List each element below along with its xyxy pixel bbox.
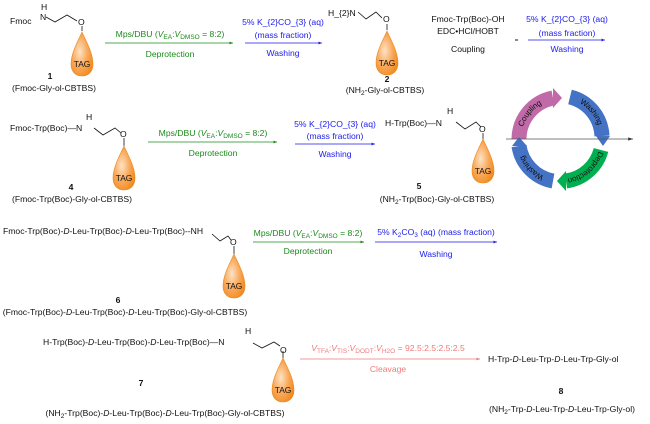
tag-label: TAG: [378, 58, 396, 68]
deprotection-label-2: Deprotection: [188, 148, 238, 158]
compound-7-o: O: [280, 345, 287, 355]
compound-2-number: 2: [384, 74, 390, 84]
compound-4-name: (Fmoc-Trp(Boc)-Gly-ol-CBTBS): [12, 194, 132, 204]
compound-8-formula: H-Trp-D-Leu-Trp-D-Leu-Trp-Gly-ol: [488, 354, 619, 364]
compound-4-o: O: [120, 129, 127, 139]
compound-1-o: O: [78, 17, 85, 27]
coupling-label: Coupling: [451, 44, 485, 54]
cycle-deprotection-arrow: [564, 147, 609, 189]
compound-6-name: (Fmoc-Trp(Boc)-D-Leu-Trp(Boc)-D-Leu-Trp(…: [2, 307, 248, 317]
tag-drop-7: TAG: [271, 357, 295, 403]
cycle-washing-bottom-arrow: [511, 144, 555, 189]
cycle-washing-top-arrow: [567, 89, 610, 137]
chain-6: [211, 233, 232, 242]
compound-2-prefix: H_{2}N: [328, 8, 356, 18]
deprotection-label-3: Deprotection: [283, 246, 333, 256]
cleavage-label: Cleavage: [369, 364, 407, 374]
compound-5-h: H: [447, 106, 454, 116]
cycle-coupling-arrow: [511, 90, 555, 140]
washing-note-1: (mass fraction): [254, 30, 312, 40]
washing-note-2: (mass fraction): [538, 28, 596, 38]
deprotection-reagent-3: Mps/DBU (VEA:VDMSO = 8:2): [253, 228, 363, 240]
tag-label: TAG: [73, 59, 91, 69]
compound-5-prefix: H-Trp(Boc)—N: [385, 118, 442, 128]
compound-2-name: (NH2-Gly-ol-CBTBS): [345, 85, 425, 97]
compound-1-name: (Fmoc-Gly-ol-CBTBS): [11, 83, 97, 93]
washing-label-1: Washing: [266, 48, 300, 58]
tag-drop-1: TAG: [70, 31, 94, 77]
compound-7-prefix: H-Trp(Boc)-D-Leu-Trp(Boc)-D-Leu-Trp(Boc)…: [43, 337, 225, 347]
compound-4-h: H: [86, 112, 93, 122]
compound-2-o: O: [383, 14, 390, 24]
washing-reagent-3: 5% K_{2}CO_{3} (aq): [294, 119, 376, 129]
deprotection-reagent-1: Mps/DBU (VEA:VDMSO = 8:2): [115, 29, 225, 41]
tag-drop-6: TAG: [222, 253, 246, 299]
chain-5: [455, 121, 482, 130]
washing-reagent-1: 5% K_{2}CO_{3} (aq): [242, 17, 324, 27]
deprotection-reagent-2: Mps/DBU (VEA:VDMSO = 8:2): [158, 128, 268, 140]
compound-7-number: 7: [138, 378, 144, 388]
chain-1: [45, 14, 78, 23]
tag-label: TAG: [474, 166, 492, 176]
tag-drop-2: TAG: [375, 30, 399, 76]
tag-label: TAG: [115, 173, 133, 183]
tag-drop-5: TAG: [471, 138, 495, 184]
tag-label: TAG: [274, 385, 292, 395]
compound-1-number: 1: [47, 71, 53, 81]
washing-note-3: (mass fraction): [306, 131, 364, 141]
compound-5-number: 5: [416, 181, 422, 191]
washing-reagent-2: 5% K_{2}CO_{3} (aq): [526, 14, 608, 24]
compound-4-number: 4: [68, 182, 74, 192]
cleavage-reagent: VTFA:VTIS:VDODT:VH2O = 92.5:2.5:2.5:2.5: [311, 343, 465, 355]
compound-5-o: O: [479, 124, 486, 134]
chain-7: [252, 341, 281, 349]
compound-4-prefix: Fmoc-Trp(Boc)—N: [10, 123, 83, 133]
washing-label-4: Washing: [419, 249, 453, 259]
compound-7-h: H: [245, 326, 252, 336]
compound-1-n: N: [40, 12, 47, 22]
compound-8-name: (NH2-Trp-D-Leu-Trp-D-Leu-Trp-Gly-ol): [489, 404, 635, 416]
compound-6-o: O: [230, 237, 237, 247]
tag-drop-4: TAG: [112, 145, 136, 191]
compound-6-number: 6: [115, 295, 121, 305]
coupling-reagent-1: Fmoc-Trp(Boc)-OH: [431, 14, 505, 24]
washing-reagent-4: 5% K2CO3 (aq) (mass fraction): [377, 227, 495, 239]
tag-label: TAG: [225, 281, 243, 291]
compound-6-prefix: Fmoc-Trp(Boc)-D-Leu-Trp(Boc)-D-Leu-Trp(B…: [3, 226, 204, 236]
chain-4: [93, 127, 122, 136]
compound-5-name: (NH2-Trp(Boc)-Gly-ol-CBTBS): [379, 194, 495, 206]
washing-label-2: Washing: [550, 44, 584, 54]
compound-1-h: H: [41, 2, 48, 12]
synthesis-cycle: Coupling Washing Deprotection Washing: [506, 88, 633, 191]
coupling-reagent-2: EDC•HCl/HOBT: [437, 26, 499, 36]
compound-8-number: 8: [558, 386, 564, 396]
deprotection-label-1: Deprotection: [145, 49, 195, 59]
compound-7-name: (NH2-Trp(Boc)-D-Leu-Trp(Boc)-D-Leu-Trp(B…: [45, 408, 285, 420]
washing-label-3: Washing: [318, 149, 352, 159]
compound-1-prefix: Fmoc: [10, 16, 32, 26]
chain-2: [357, 11, 383, 20]
